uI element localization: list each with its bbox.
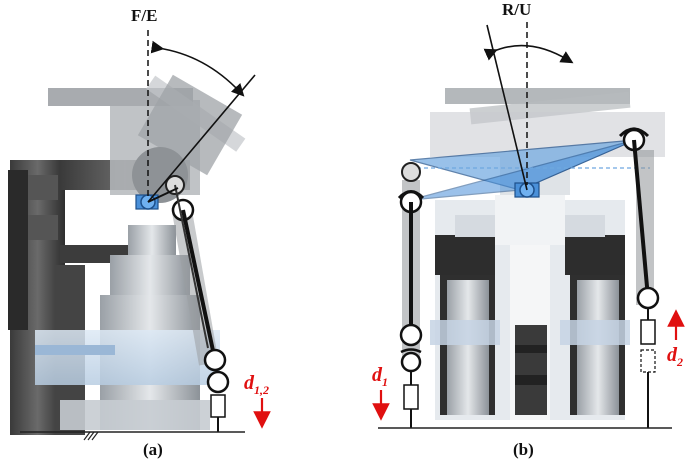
cylinder-stack-a bbox=[35, 225, 220, 430]
left-column-b bbox=[430, 275, 500, 415]
rotation-arrow-b bbox=[483, 44, 574, 64]
disp-label-a: d1,2 bbox=[244, 372, 269, 397]
panel-a bbox=[8, 30, 271, 441]
rotation-arrow-a bbox=[150, 40, 245, 97]
crank-a bbox=[147, 187, 179, 203]
link-chain-a bbox=[165, 175, 230, 432]
servo-body-a bbox=[48, 74, 246, 203]
title-fe: F/E bbox=[131, 6, 158, 25]
right-column-b bbox=[560, 275, 630, 415]
title-ru: R/U bbox=[502, 0, 532, 19]
link-chain-left-b bbox=[397, 162, 425, 428]
disp-label-b-left: d1 bbox=[372, 364, 388, 389]
caption-a: (a) bbox=[143, 440, 163, 459]
disp-label-b-right: d2 bbox=[667, 344, 683, 369]
caption-b: (b) bbox=[513, 440, 534, 459]
link-chain-right-b bbox=[618, 127, 660, 428]
ground-hatch-a bbox=[83, 431, 99, 441]
panel-b bbox=[372, 22, 685, 429]
